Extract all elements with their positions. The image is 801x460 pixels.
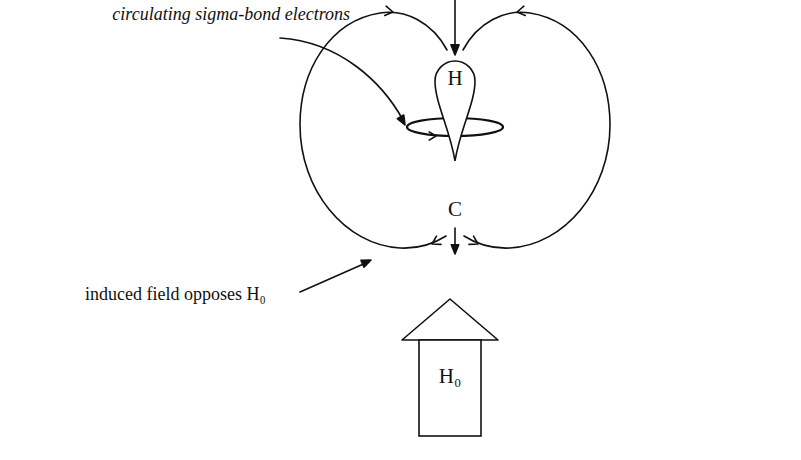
arrowhead (451, 245, 458, 254)
arrowhead (397, 115, 405, 125)
chevron-arrowhead (432, 236, 441, 244)
arrow-head-outline (402, 299, 498, 340)
arrowhead (361, 260, 371, 267)
callout-label: induced field opposes H₀ (85, 284, 266, 305)
node-text: H (430, 66, 480, 91)
callout-label: circulating sigma-bond electrons (112, 4, 350, 25)
leader-line (300, 262, 368, 292)
atom-label: C (448, 197, 462, 222)
leader-line (280, 38, 403, 120)
arrowhead (451, 45, 459, 55)
chevron-arrowhead (469, 236, 478, 244)
chevron-arrowhead (429, 132, 436, 140)
orbital-lobe: H (430, 57, 480, 163)
field-arrow-box: H₀ (400, 298, 500, 438)
field-line (463, 12, 610, 248)
node-text: H₀ (400, 364, 500, 389)
chevron-arrowhead (385, 6, 393, 15)
field-arrow (454, 0, 456, 50)
chevron-arrowhead (517, 6, 525, 15)
